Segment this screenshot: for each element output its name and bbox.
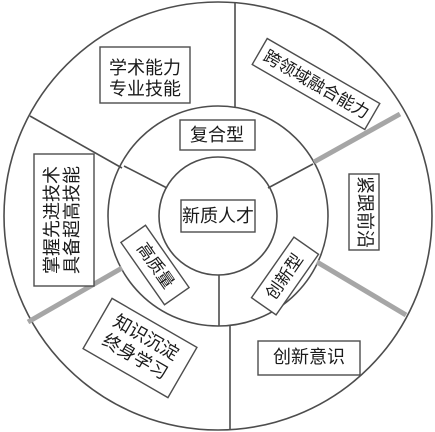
box-middle-left [119,224,191,306]
box-center [180,199,256,233]
divider-upper-left [29,115,123,169]
box-top-right [251,37,381,131]
label-left-line2: 掌握先进技术 [42,166,63,274]
label-left-line1: 具备超高技能 [62,166,83,274]
label-boxes [33,37,381,399]
label-top-left-line1: 学术能力 [109,58,181,79]
middle-divider-left [123,165,168,189]
middle-dividers [123,163,314,326]
divider-lower-right [315,259,408,318]
label-middle-top: 复合型 [190,125,244,146]
box-bottom-right [257,340,361,376]
label-right: 紧跟前沿 [354,176,375,248]
box-bottom-left [82,297,198,399]
box-middle-top [179,119,256,151]
label-center: 新质人才 [182,206,254,227]
label-top-left-line2: 专业技能 [109,79,181,100]
outer-dividers [26,3,408,430]
middle-divider-right [267,163,314,189]
divider-lower-left [26,265,124,325]
box-top-left [99,46,191,104]
box-left [33,153,95,287]
box-right [348,173,380,251]
label-bottom-right: 创新意识 [273,347,345,368]
divider-upper-right [312,111,402,165]
box-middle-right [250,236,320,316]
